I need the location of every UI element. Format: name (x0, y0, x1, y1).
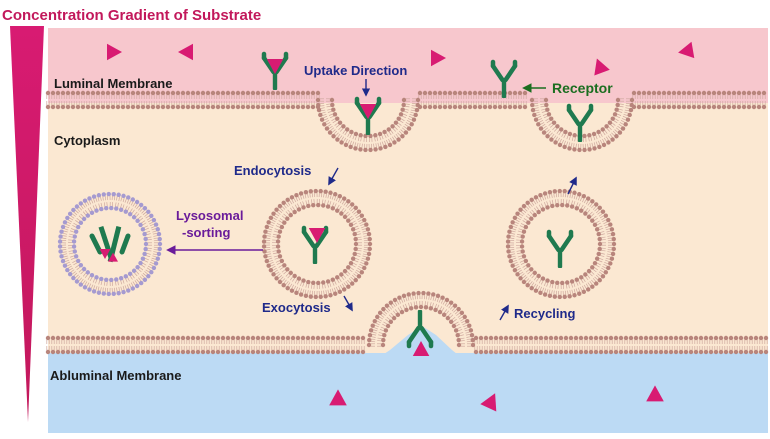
membranes (45, 90, 769, 355)
substrate-exocytosis (412, 341, 430, 356)
molecules (89, 41, 695, 412)
substrate-abluminal-3 (646, 385, 664, 402)
lysosomal-label-line2: -sorting (182, 225, 230, 240)
luminal-membrane-label: Luminal Membrane (54, 76, 172, 91)
lysosome (57, 191, 163, 297)
receptor-pit-endocytosis (354, 96, 382, 135)
exocytosis-bulge-blue (378, 326, 462, 358)
endocytosis-arrow (328, 167, 339, 186)
abluminal-region (48, 353, 768, 433)
receptor-recycling-vesicle (546, 229, 574, 268)
exocytosis-label: Exocytosis (262, 300, 331, 315)
receptor-luminal-receptor-label (490, 59, 518, 98)
endocytosis-pit (315, 97, 421, 153)
cytoplasm-label: Cytoplasm (54, 133, 120, 148)
receptor-pit-recycling (566, 103, 594, 142)
recycling-pit (529, 97, 635, 153)
recycling-label: Recycling (514, 306, 575, 321)
recycling-arrow (499, 304, 509, 321)
substrate-lumen-5 (678, 41, 695, 59)
exocytosis-pit (366, 290, 476, 348)
abluminal-membrane-left (45, 335, 366, 355)
substrate-lumen-4 (594, 58, 610, 76)
substrate-lysosome-1 (99, 249, 111, 259)
abluminal-membrane-label: Abluminal Membrane (50, 368, 181, 383)
substrate-lumen-1 (107, 43, 122, 61)
lysosomal-label-line1: Lysosomal (176, 208, 243, 223)
substrate-bound-endocytosis-pit (359, 104, 377, 119)
degraded-receptor-fragments (89, 225, 131, 263)
receptor-exocytosis (406, 310, 434, 349)
abluminal-membrane-right (473, 335, 769, 355)
recycling-vesicle (505, 188, 617, 300)
substrate-lysosome-2 (108, 252, 118, 262)
substrate-lumen-3 (431, 49, 446, 67)
concentration-gradient-bar (10, 26, 44, 422)
receptor-endocytic-vesicle (301, 225, 329, 264)
uptake-direction-label: Uptake Direction (304, 63, 407, 78)
receptor-label: Receptor (552, 80, 613, 96)
diagram-title: Concentration Gradient of Substrate (2, 7, 261, 24)
substrate-abluminal-1 (329, 389, 347, 406)
substrate-abluminal-2 (480, 393, 497, 412)
endocytosis-label: Endocytosis (234, 163, 311, 178)
exocytosis-arrow (343, 295, 353, 312)
receptor-luminal-1 (261, 51, 289, 90)
substrate-bound-luminal (266, 59, 284, 74)
luminal-membrane-right (631, 90, 767, 110)
substrate-endocytic-vesicle (308, 228, 326, 243)
luminal-membrane-left (45, 90, 321, 110)
lumen-region (48, 28, 768, 103)
substrate-lumen-2 (178, 43, 193, 61)
recycling-up-arrow (567, 176, 577, 195)
